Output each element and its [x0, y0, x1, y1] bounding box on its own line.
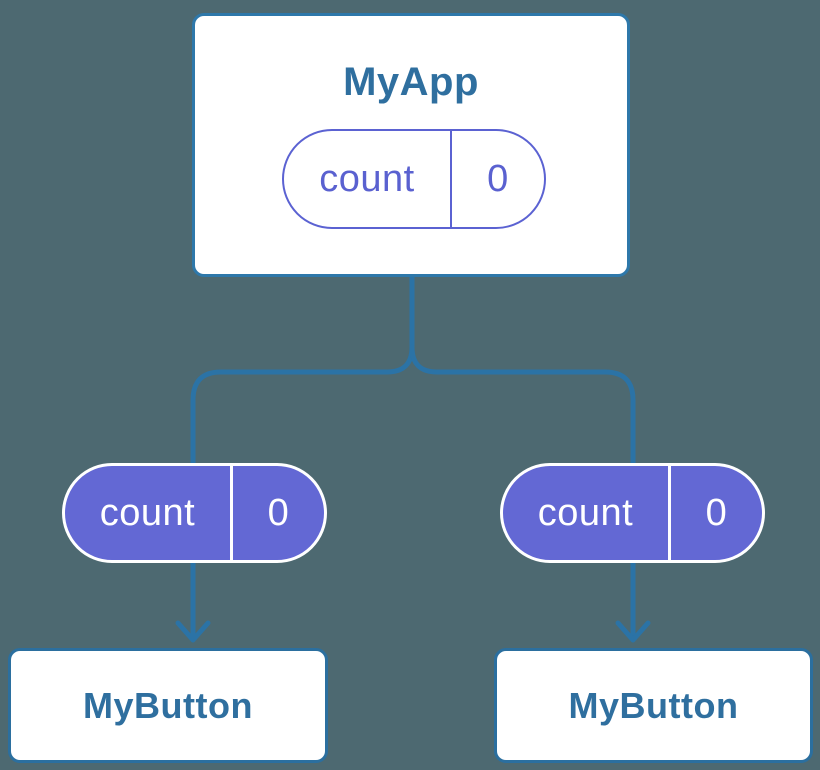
node-mybutton-title: MyButton	[83, 684, 253, 726]
node-myapp: MyApp count 0	[192, 13, 630, 277]
node-mybutton-left: MyButton	[8, 648, 328, 763]
prop-value: 0	[668, 466, 762, 560]
state-pill-myapp: count 0	[282, 129, 546, 229]
node-myapp-title: MyApp	[343, 60, 479, 104]
prop-label: count	[537, 491, 634, 534]
state-value: 0	[450, 131, 544, 227]
prop-pill-right: count 0	[500, 463, 765, 563]
prop-value: 0	[230, 466, 324, 560]
branch-left-line	[190, 272, 415, 639]
arrowhead-right-icon	[615, 620, 651, 643]
node-mybutton-right: MyButton	[494, 648, 813, 763]
arrowhead-left-icon	[175, 620, 211, 643]
state-label: count	[319, 157, 415, 200]
prop-label: count	[99, 491, 196, 534]
branch-right-line	[409, 344, 636, 639]
prop-pill-left: count 0	[62, 463, 327, 563]
node-mybutton-title: MyButton	[568, 684, 739, 726]
